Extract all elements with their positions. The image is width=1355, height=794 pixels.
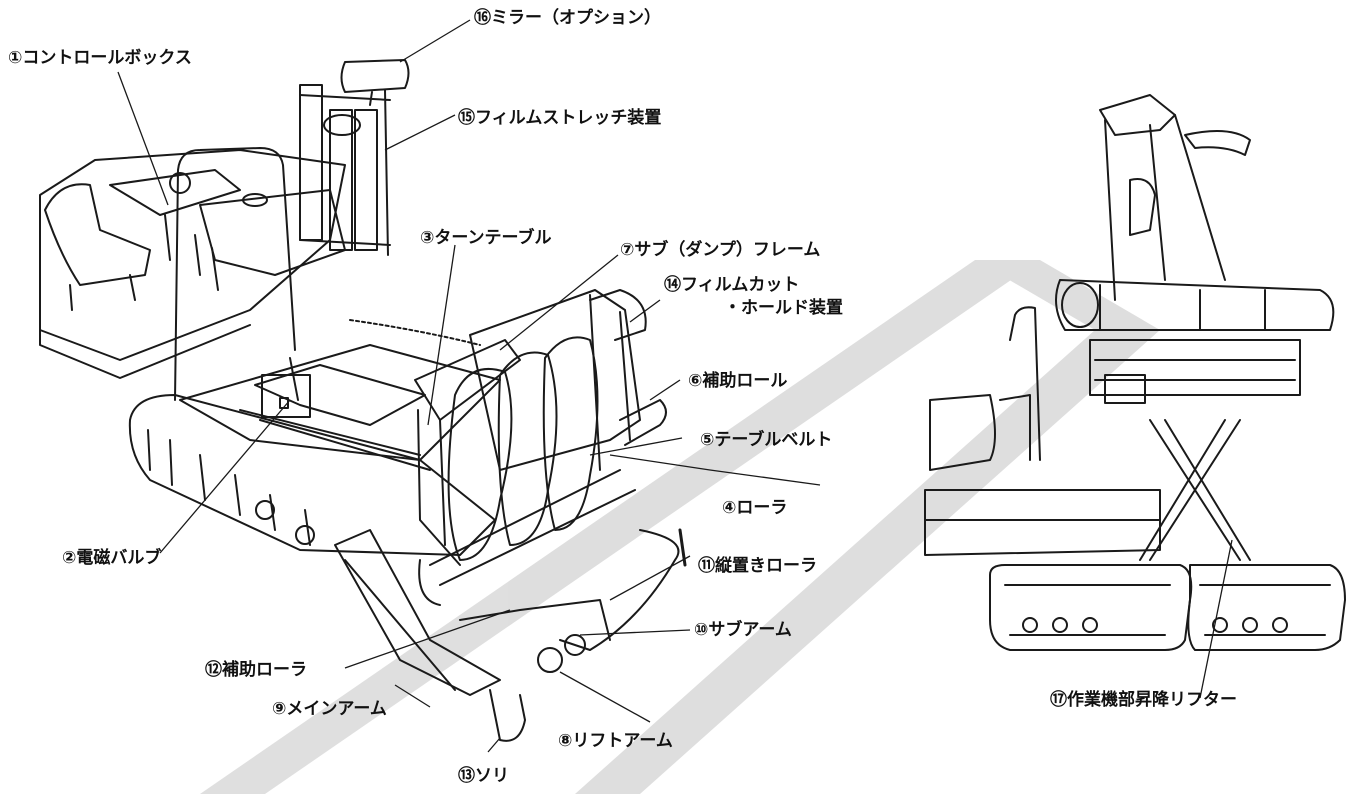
arms: [334, 528, 687, 742]
leader-lines: [117, 19, 1233, 753]
operator-seat: [44, 183, 151, 286]
chassis: [179, 344, 501, 461]
label-mirror: ⑯ミラー（オプション）: [474, 8, 661, 28]
table-belts: [447, 336, 599, 561]
label-lifter: ⑰作業機部昇降リフター: [1050, 690, 1237, 710]
roller: [429, 469, 636, 586]
label-main-arm: ⑨メインアーム: [272, 699, 387, 719]
aux-roll: [619, 399, 667, 446]
label-aux-roll: ⑥補助ロール: [688, 371, 788, 391]
grab-rail: [174, 147, 296, 401]
right-tracks: [989, 564, 1193, 651]
label-lift-arm: ⑧リフトアーム: [558, 731, 673, 751]
left-track: [128, 394, 496, 556]
label-turntable: ③ターンテーブル: [420, 228, 552, 248]
film-cut-unit: [589, 289, 647, 341]
label-table-belt: ⑤テーブルベルト: [700, 430, 833, 450]
label-control-box: ①コントロールボックス: [8, 48, 192, 68]
valve-block: [261, 374, 311, 418]
control-box: [109, 169, 241, 216]
watermark: [200, 260, 1160, 794]
label-sled: ⑬ソリ: [458, 766, 509, 786]
label-roller: ④ローラ: [722, 498, 788, 518]
label-sub-frame: ⑦サブ（ダンプ）フレーム: [620, 240, 821, 260]
label-aux-roller: ⑫補助ローラ: [205, 660, 307, 680]
label-film-cut: ⑭フィルムカット: [664, 275, 800, 295]
main-machine-drawing: [39, 59, 687, 742]
scissor-lift: [1139, 419, 1251, 561]
label-sub-arm: ⑩サブアーム: [694, 620, 792, 640]
label-vertical-roller: ⑪縦置きローラ: [698, 556, 817, 576]
film-stretch-unit: [299, 84, 391, 256]
mirror: [340, 59, 410, 93]
side-machine-drawing: [924, 94, 1346, 651]
label-film-hold: ・ホールド装置: [724, 298, 843, 318]
label-solenoid-valve: ②電磁バルブ: [62, 548, 162, 568]
label-film-stretch: ⑮フィルムストレッチ装置: [458, 108, 662, 128]
